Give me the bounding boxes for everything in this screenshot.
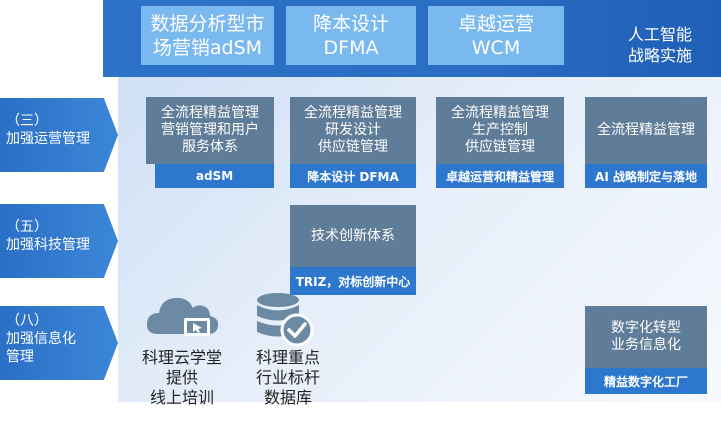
bar-triz: TRIZ，对标创新中心: [290, 267, 416, 295]
header-right-line2: 战略实施: [628, 46, 693, 65]
header-item-line2: DFMA: [323, 36, 379, 59]
cloud-caption: 科理云学堂 提供 线上培训: [128, 348, 236, 408]
bar-digital-factory: 精益数字化工厂: [585, 368, 707, 394]
header-right-line1: 人工智能: [628, 25, 693, 44]
row-label-number: （三）: [6, 113, 48, 129]
box-line: 生产控制: [472, 122, 528, 138]
box-line: 全流程精益管理: [451, 105, 549, 121]
box-line: 业务信息化: [611, 337, 681, 353]
header-item-line2: 场营销adSM: [152, 36, 263, 59]
row-label-text: 加强科技管理: [6, 237, 90, 253]
cloud-computer-icon: [144, 290, 220, 346]
cloud-caption-line: 提供: [165, 368, 198, 387]
bar-wcm: 卓越运营和精益管理: [436, 164, 564, 188]
cloud-caption-line: 科理云学堂: [141, 348, 222, 367]
box-line: 全流程精益管理: [304, 105, 402, 121]
row-label-operations: （三） 加强运营管理: [0, 98, 118, 172]
header-item-line1: 卓越运营: [457, 12, 534, 35]
box-line: 技术创新体系: [311, 227, 395, 244]
row-label-text-cont: 管理: [6, 349, 34, 365]
header-item-dfma: 降本设计 DFMA: [286, 6, 416, 65]
row-label-text: 加强运营管理: [6, 131, 90, 147]
box-rnd: 全流程精益管理 研发设计 供应链管理: [290, 97, 416, 164]
db-caption-line: 科理重点: [255, 348, 320, 367]
box-ai: 全流程精益管理: [585, 97, 707, 164]
box-innovation: 技术创新体系: [290, 205, 416, 267]
box-production: 全流程精益管理 生产控制 供应链管理: [436, 97, 564, 164]
box-line: 供应链管理: [318, 139, 388, 155]
box-line: 供应链管理: [465, 139, 535, 155]
row-label-text: 加强信息化: [6, 331, 76, 347]
box-line: 研发设计: [325, 122, 381, 138]
header-item-wcm: 卓越运营 WCM: [428, 6, 564, 65]
box-line: 全流程精益管理: [161, 105, 259, 121]
database-check-icon: [254, 292, 314, 348]
header-item-line1: 数据分析型市: [150, 12, 265, 35]
row-label-number: （五）: [6, 219, 48, 235]
bar-ai: AI 战略制定与落地: [585, 164, 707, 188]
header-item-line1: 降本设计: [312, 12, 389, 35]
db-caption: 科理重点 行业标杆 数据库: [240, 348, 336, 408]
box-line: 营销管理和用户: [161, 122, 259, 138]
header-right-label: 人工智能 战略实施: [628, 24, 708, 68]
cloud-caption-line: 线上培训: [149, 388, 214, 407]
header-item-adsm: 数据分析型市 场营销adSM: [141, 6, 274, 65]
box-marketing: 全流程精益管理 营销管理和用户 服务体系: [146, 97, 274, 164]
row-label-technology: （五） 加强科技管理: [0, 204, 118, 278]
bar-adsm: adSM: [155, 164, 274, 188]
row-label-informatization: （八） 加强信息化 管理: [0, 306, 118, 380]
row-label-number: （八）: [6, 313, 48, 329]
header-item-line2: WCM: [471, 36, 521, 59]
box-line: 全流程精益管理: [597, 122, 695, 138]
db-caption-line: 行业标杆: [255, 368, 320, 387]
bar-dfma: 降本设计 DFMA: [290, 164, 416, 188]
box-line: 数字化转型: [611, 320, 681, 336]
box-line: 服务体系: [182, 139, 238, 155]
db-caption-line: 数据库: [263, 388, 312, 407]
box-digital: 数字化转型 业务信息化: [585, 306, 707, 368]
